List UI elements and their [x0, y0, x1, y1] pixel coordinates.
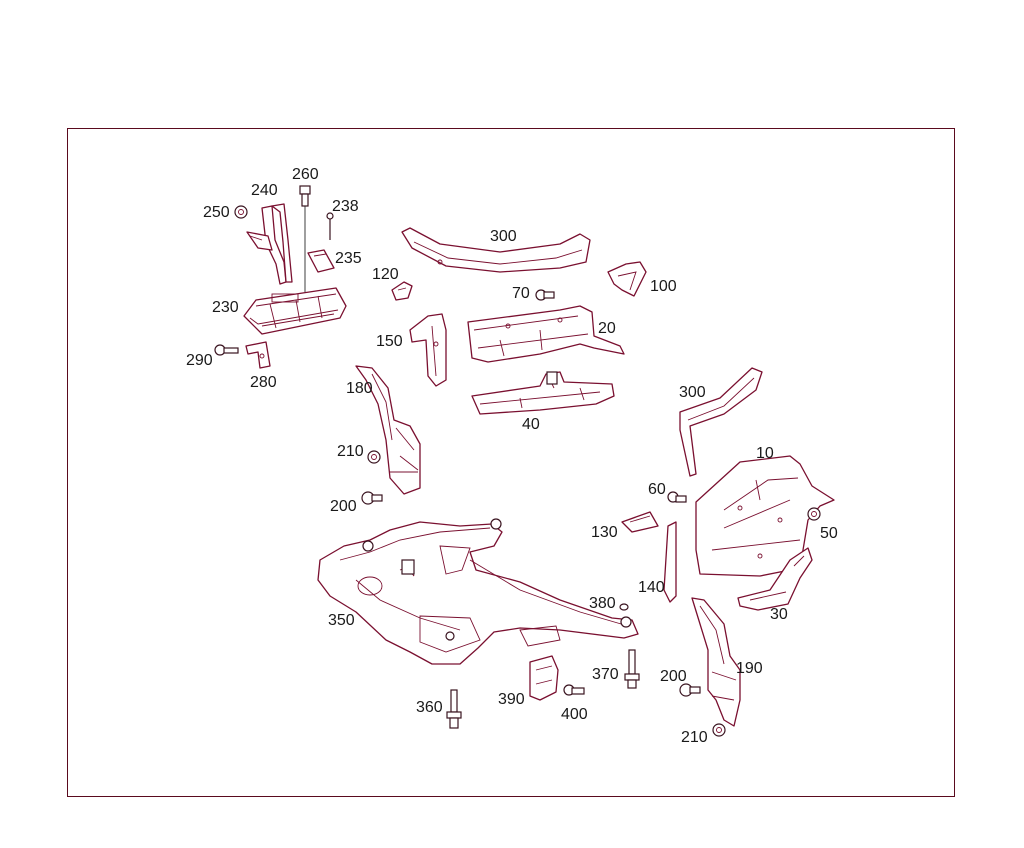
part-360-bolt: [446, 689, 462, 729]
callout-290: 290: [186, 352, 213, 369]
part-180-wheelhouse: [355, 365, 421, 495]
callout-130: 130: [591, 524, 618, 541]
callout-260: 260: [292, 166, 319, 183]
callout-10: 10: [756, 445, 774, 462]
part-150-shield: [409, 313, 447, 387]
part-235-block: [307, 249, 335, 273]
callout-210-right: 210: [681, 729, 708, 746]
part-210-nut-right: [712, 723, 726, 737]
callout-370: 370: [592, 666, 619, 683]
callout-300-right: 300: [679, 384, 706, 401]
callout-350: 350: [328, 612, 355, 629]
callout-190: 190: [736, 660, 763, 677]
callout-230: 230: [212, 299, 239, 316]
part-300-side-bar: [679, 367, 763, 477]
diagram-frame: [67, 128, 955, 797]
callout-400: 400: [561, 706, 588, 723]
part-30-panel: [737, 547, 813, 611]
part-190-wheelhouse: [691, 597, 741, 727]
part-210-nut-left: [367, 450, 381, 464]
part-370-bolt: [624, 649, 640, 689]
part-300-upper-bar: [401, 227, 591, 273]
callout-300-top: 300: [490, 228, 517, 245]
part-10-side-member: [695, 455, 835, 577]
callout-40: 40: [522, 416, 540, 433]
part-50-nut: [807, 507, 821, 521]
callout-235: 235: [335, 250, 362, 267]
callout-200-left: 200: [330, 498, 357, 515]
part-40-crossmember: [471, 371, 615, 415]
part-260-bolt: [299, 185, 311, 292]
part-380-washer: [619, 603, 629, 611]
part-200-bolt-left: [361, 491, 383, 505]
callout-150: 150: [376, 333, 403, 350]
part-120-clip: [391, 281, 413, 301]
callout-240: 240: [251, 182, 278, 199]
part-400-bolt: [563, 684, 585, 696]
callout-200-right: 200: [660, 668, 687, 685]
callout-360: 360: [416, 699, 443, 716]
callout-70: 70: [512, 285, 530, 302]
part-238-pin: [326, 212, 334, 240]
callout-60: 60: [648, 481, 666, 498]
part-290-bolt: [214, 344, 239, 356]
part-390-bracket: [529, 655, 559, 701]
part-60-bolt: [667, 491, 687, 503]
callout-250: 250: [203, 204, 230, 221]
callout-180: 180: [346, 380, 373, 397]
part-350-subframe: [317, 518, 639, 665]
part-70-bolt: [535, 289, 555, 301]
part-20-crossmember: [467, 305, 625, 363]
callout-380: 380: [589, 595, 616, 612]
part-250-nut: [234, 205, 248, 219]
part-100-bracket: [607, 261, 647, 297]
callout-20: 20: [598, 320, 616, 337]
callout-210-left: 210: [337, 443, 364, 460]
part-200-bolt-right: [679, 683, 701, 697]
callout-238: 238: [332, 198, 359, 215]
callout-390: 390: [498, 691, 525, 708]
callout-280: 280: [250, 374, 277, 391]
part-230-tray: [243, 287, 347, 335]
callout-100: 100: [650, 278, 677, 295]
part-130-bracket: [621, 511, 659, 533]
callout-30: 30: [770, 606, 788, 623]
part-240-bracket: [246, 203, 293, 285]
callout-labels: 260 240 238 250 235 230 290 280 300 120 …: [186, 166, 838, 746]
callout-120: 120: [372, 266, 399, 283]
part-280-bracket: [245, 341, 271, 369]
callout-50: 50: [820, 525, 838, 542]
part-140-strip: [663, 521, 677, 603]
callout-140: 140: [638, 579, 665, 596]
